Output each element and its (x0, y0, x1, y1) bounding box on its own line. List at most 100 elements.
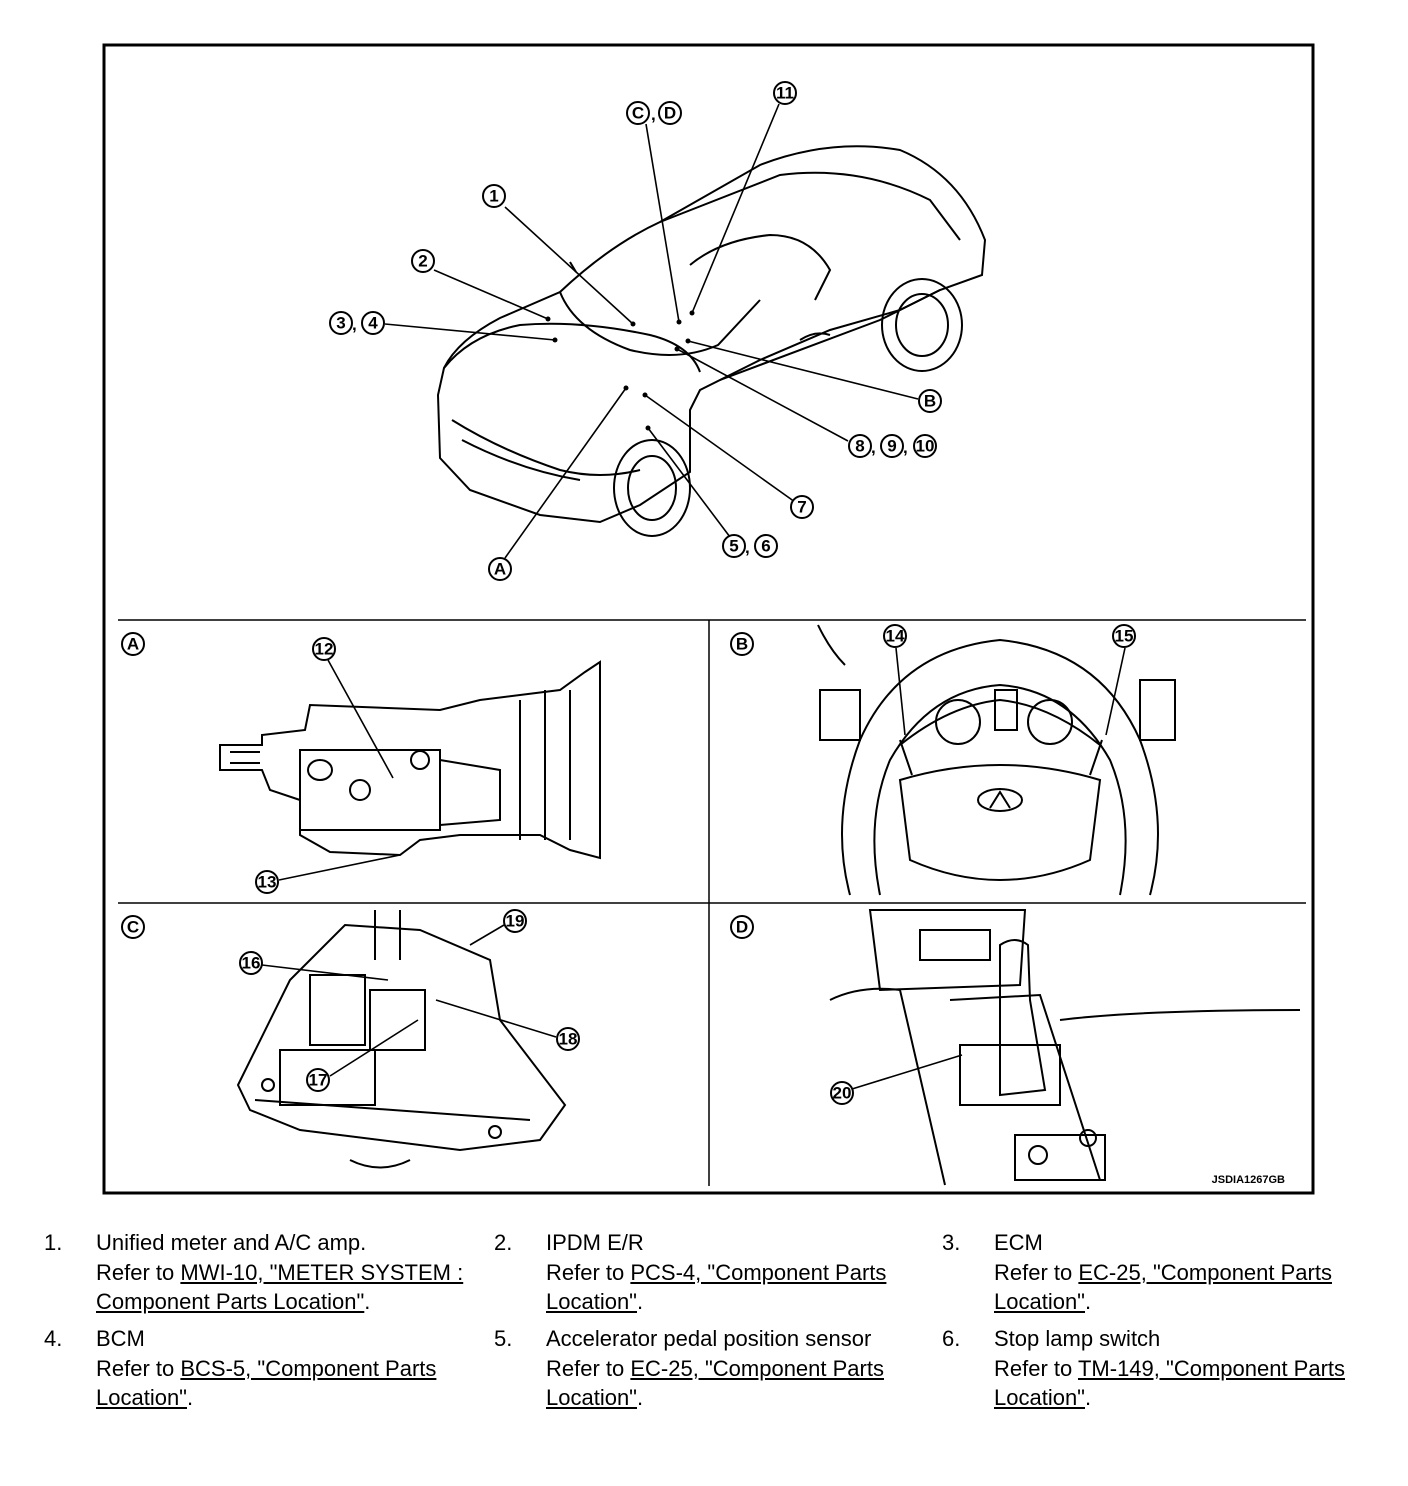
refer-text: Refer to (994, 1259, 1079, 1285)
svg-text:6: 6 (761, 537, 770, 556)
legend-body: ECM Refer to EC-25, "Component Parts Loc… (994, 1228, 1384, 1317)
refer-text: Refer to (96, 1355, 181, 1381)
reference-link[interactable]: PCS-4, "Component Parts Location" (546, 1259, 887, 1315)
panel-c-shifter-assembly (236, 910, 567, 1169)
reference-link[interactable]: EC-25, "Component Parts Location" (994, 1259, 1332, 1315)
svg-text:D: D (736, 918, 748, 937)
shifter-base (236, 923, 567, 1152)
legend-body: Accelerator pedal position sensor Refer … (546, 1324, 936, 1413)
figure-border (102, 43, 1315, 1195)
callout-19: 19 (503, 909, 527, 933)
shift-knob (999, 939, 1047, 1097)
callout-2: 2 (411, 249, 435, 273)
figure-code: JSDIA1267GB (1212, 1174, 1285, 1186)
audio-buttons (919, 929, 991, 961)
callout-14: 14 (883, 624, 907, 648)
svg-text:10: 10 (916, 437, 935, 456)
svg-text:,: , (651, 105, 656, 124)
svg-text:15: 15 (1115, 627, 1134, 646)
tachometer (1027, 699, 1073, 745)
right-vent (1139, 679, 1176, 741)
reference-link[interactable]: MWI-10, "METER SYSTEM : Component Parts … (96, 1259, 464, 1315)
legend-number: 3. (942, 1230, 961, 1255)
panel-b-steering (817, 624, 1176, 896)
refer-text: Refer to (546, 1355, 631, 1381)
infiniti-logo (977, 788, 1023, 812)
svg-text:16: 16 (242, 954, 261, 973)
svg-text:18: 18 (559, 1030, 578, 1049)
svg-text:2: 2 (418, 252, 427, 271)
seats (689, 233, 832, 301)
transmission-ribs (519, 690, 571, 840)
leader-14 (895, 647, 906, 736)
legend-component-name: Unified meter and A/C amp. (96, 1230, 367, 1255)
svg-text:,: , (352, 315, 357, 334)
panel-label-D: D (730, 915, 754, 939)
callout-D: D (658, 101, 682, 125)
svg-text:11: 11 (776, 84, 794, 103)
callout-4: 4 (361, 311, 385, 335)
front-wheel-rim (627, 455, 677, 521)
svg-text:3: 3 (336, 314, 345, 333)
panel-d-center-console (829, 909, 1301, 1186)
callout-1: 1 (482, 184, 506, 208)
reference-link[interactable]: TM-149, "Component Parts Location" (994, 1355, 1346, 1411)
svg-text:D: D (664, 104, 676, 123)
callout-18: 18 (556, 1027, 580, 1051)
legend-number: 1. (44, 1230, 63, 1255)
refer-text: Refer to (994, 1355, 1078, 1381)
callout-13: 13 (255, 870, 279, 894)
oil-pan (439, 759, 501, 826)
leader-17 (329, 1019, 419, 1077)
legend-body: Unified meter and A/C amp. Refer to MWI-… (96, 1228, 486, 1317)
front-wheel (613, 439, 691, 537)
callout-C: C (626, 101, 650, 125)
callout-A: A (488, 557, 512, 581)
dash-right (1059, 1009, 1301, 1021)
legend-component-name: ECM (994, 1230, 1043, 1255)
park-position-switch (369, 989, 426, 1051)
legend-body: Stop lamp switch Refer to TM-149, "Compo… (994, 1324, 1384, 1413)
legend: 1. Unified meter and A/C amp. Refer to M… (0, 1220, 1408, 1470)
console-right-edge (949, 993, 1101, 1181)
panel-label-B: B (730, 632, 754, 656)
leader-12 (327, 659, 394, 779)
component-location-figure: 1 2 3 4 C D 11 B 8 9 10 7 5 6 A ,,,,, A … (102, 43, 1315, 1195)
rear-wheel-rim (895, 293, 949, 357)
svg-text:A: A (494, 560, 506, 579)
svg-text:8: 8 (855, 437, 864, 456)
legend-body: BCM Refer to BCS-5, "Component Parts Loc… (96, 1324, 486, 1413)
svg-text:7: 7 (797, 498, 806, 517)
reference-link[interactable]: BCS-5, "Component Parts Location" (96, 1355, 437, 1411)
leader-13 (278, 854, 401, 881)
callout-7: 7 (790, 495, 814, 519)
main-leader-dots (545, 310, 695, 431)
leader-19 (469, 924, 505, 946)
windshield (559, 291, 761, 356)
callout-5: 5 (722, 534, 746, 558)
svg-text:19: 19 (506, 912, 525, 931)
steering-wheel-inner (873, 683, 1127, 896)
front-bumper (461, 439, 581, 481)
callout-9: 9 (880, 434, 904, 458)
shift-lock-solenoid (309, 974, 366, 1046)
valve-body (299, 749, 441, 831)
legend-number: 2. (494, 1230, 513, 1255)
reference-link[interactable]: EC-25, "Component Parts Location" (546, 1355, 884, 1411)
svg-text:20: 20 (833, 1084, 852, 1103)
svg-text:B: B (924, 392, 936, 411)
leader-16 (261, 964, 389, 981)
paddle-shifters (899, 739, 1103, 776)
console-left-edge (829, 987, 946, 1186)
legend-number: 6. (942, 1326, 961, 1351)
center-display (994, 689, 1018, 731)
svg-text:1: 1 (489, 187, 498, 206)
panel-label-A: A (121, 632, 145, 656)
car-illustration (436, 145, 987, 537)
rear-deck (659, 171, 961, 241)
callout-10: 10 (913, 434, 937, 458)
callout-11: 11 (773, 81, 797, 105)
pillar (817, 624, 846, 666)
speedometer (935, 699, 981, 745)
callout-commas: ,,,,, (352, 105, 908, 557)
